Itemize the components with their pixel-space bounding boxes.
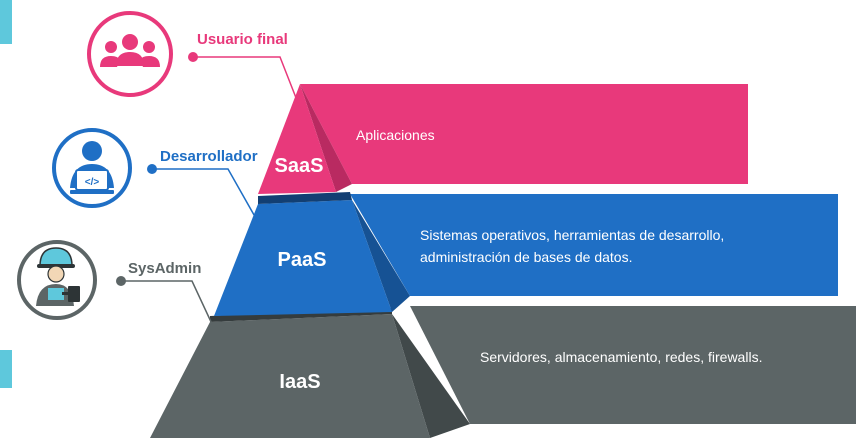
saas-pyramid-side <box>300 84 352 192</box>
saas-layer: SaaS Aplicaciones <box>258 84 748 194</box>
desarrollador-label: Desarrollador <box>160 148 258 165</box>
iaas-label: IaaS <box>279 371 320 393</box>
role-usuario-final: Usuario final <box>87 11 301 109</box>
sysadmin-connector-line <box>121 280 213 325</box>
accent-bar-bottom <box>0 350 12 388</box>
saas-banner <box>300 84 748 184</box>
iaas-pyramid-front <box>150 314 430 438</box>
paas-pyramid-side <box>352 200 410 312</box>
role-sysadmin: SysAdmin <box>17 240 213 325</box>
desarrollador-connector-line <box>152 168 259 223</box>
paas-description-line2: administración de bases de datos. <box>420 249 632 265</box>
usuario-final-label: Usuario final <box>197 31 288 48</box>
developer-glyph: </> <box>70 141 114 194</box>
paas-layer: PaaS Sistemas operativos, herramientas d… <box>214 192 838 316</box>
saas-label: SaaS <box>275 155 324 177</box>
sysadmin-label: SysAdmin <box>128 260 201 277</box>
saas-pyramid-front <box>258 84 336 194</box>
paas-description-line1: Sistemas operativos, herramientas de des… <box>420 227 724 243</box>
saas-description: Aplicaciones <box>356 127 435 143</box>
paas-pyramid-front <box>214 200 392 316</box>
sysadmin-glyph <box>36 247 80 306</box>
users-group-glyph <box>100 34 160 67</box>
svg-text:</>: </> <box>85 177 100 188</box>
accent-bar-top <box>0 0 12 44</box>
paas-pyramid-top-shade <box>258 192 352 204</box>
iaas-banner <box>410 306 856 424</box>
iaas-description: Servidores, almacenamiento, redes, firew… <box>480 349 762 365</box>
iaas-pyramid-side <box>392 314 470 438</box>
usuario-final-connector-line <box>193 56 301 109</box>
role-desarrollador: </> Desarrollador <box>52 128 259 223</box>
paas-banner <box>350 194 838 296</box>
paas-label: PaaS <box>278 249 327 271</box>
iaas-layer: IaaS Servidores, almacenamiento, redes, … <box>150 306 856 438</box>
